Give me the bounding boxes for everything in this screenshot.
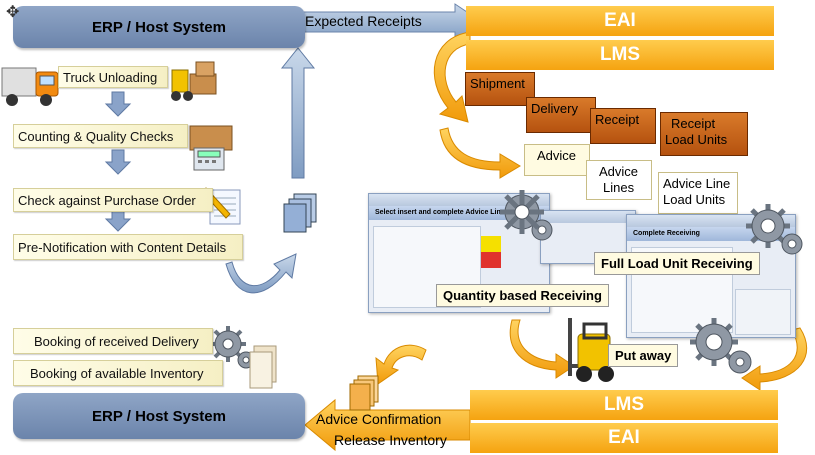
erp-title-bottom: ERP / Host System	[92, 407, 226, 425]
booking-available-inventory: Booking of available Inventory	[13, 360, 223, 386]
release-inventory-label: Release Inventory	[334, 432, 447, 448]
step-pre-notification: Pre-Notification with Content Details	[13, 234, 243, 260]
truck-icon	[0, 58, 62, 110]
doc-label-line2: Lines	[603, 180, 635, 195]
eai-label-top: EAI	[604, 10, 636, 31]
step-check-purchase-order: Check against Purchase Order	[13, 188, 213, 212]
booking-label: Booking of received Delivery	[34, 333, 199, 349]
doc-receipt-load-units: Receipt Load Units	[660, 112, 748, 156]
doc-label-line1: Advice Line	[663, 176, 731, 191]
doc-label: Receipt	[595, 112, 640, 127]
step-label: Counting & Quality Checks	[18, 128, 174, 144]
lms-bar-bottom: LMS	[470, 390, 778, 420]
doc-receipt: Receipt	[590, 108, 656, 144]
curved-arrow-orange-top	[433, 31, 471, 123]
advice-confirmation-label: Advice Confirmation	[316, 411, 442, 427]
document-stack-icon	[280, 190, 324, 234]
yellow-field	[481, 236, 501, 252]
upward-arrow	[280, 47, 316, 179]
booking-label: Booking of available Inventory	[30, 365, 204, 381]
doc-label-line1: Receipt	[671, 116, 716, 131]
expected-receipts-label: Expected Receipts	[305, 13, 422, 29]
scale-icon	[180, 120, 240, 172]
curved-arrow-orange-bottom	[375, 344, 427, 385]
red-field	[481, 252, 501, 268]
callout-quantity-receiving: Quantity based Receiving	[436, 284, 609, 307]
step-label: Check against Purchase Order	[18, 192, 196, 208]
gear-icon	[742, 200, 808, 260]
gear-icon	[684, 312, 758, 378]
gear-icon	[208, 324, 260, 372]
complete-receiving-window: Complete Receiving	[626, 214, 796, 338]
document-stack-icon	[246, 344, 280, 392]
forklift-boxes-icon	[168, 54, 220, 104]
doc-label-line2: Load Units	[663, 192, 726, 207]
erp-title-top: ERP / Host System	[92, 18, 226, 36]
step-label: Truck Unloading	[63, 69, 158, 85]
eai-bar-bottom: EAI	[470, 423, 778, 453]
gear-icon	[496, 186, 556, 244]
move-cursor-icon: ✥	[6, 4, 20, 21]
erp-host-system-bottom: ERP / Host System	[13, 393, 305, 439]
doc-label-line2: Load Units	[665, 132, 728, 147]
doc-label: Delivery	[531, 101, 578, 116]
doc-delivery: Delivery	[526, 97, 596, 133]
curved-arrow-orange-mid	[439, 127, 521, 179]
booking-received-delivery: Booking of received Delivery	[13, 328, 213, 354]
orange-document-stack-icon	[348, 374, 382, 412]
doc-advice: Advice	[524, 144, 590, 176]
lms-label-top: LMS	[599, 44, 641, 65]
doc-label: Shipment	[470, 76, 525, 91]
doc-label: Advice	[537, 148, 577, 163]
step-truck-unloading: Truck Unloading	[58, 66, 168, 88]
button-panel	[735, 289, 791, 335]
curved-arrow-blue	[225, 253, 297, 294]
step-label: Pre-Notification with Content Details	[18, 239, 227, 255]
doc-advice-line-load-units: Advice Line Load Units	[658, 172, 738, 214]
doc-advice-lines: Advice Lines	[586, 160, 652, 200]
eai-bar-top: EAI	[466, 6, 774, 36]
eai-label-bottom: EAI	[608, 427, 640, 448]
lms-label-bottom: LMS	[603, 394, 645, 415]
callout-full-load-unit: Full Load Unit Receiving	[594, 252, 760, 275]
curved-arrow-orange-left	[509, 319, 575, 379]
forklift-icon	[564, 312, 620, 384]
step-counting-quality-checks: Counting & Quality Checks	[13, 124, 188, 148]
doc-shipment: Shipment	[465, 72, 535, 106]
window-titlebar	[541, 211, 635, 223]
lms-bar-top: LMS	[466, 40, 774, 70]
window-titlebar	[369, 194, 549, 206]
doc-label-line1: Advice	[599, 164, 639, 179]
erp-host-system-top: ERP / Host System	[13, 6, 305, 48]
step-arrows	[104, 91, 132, 232]
callout-put-away: Put away	[608, 344, 679, 367]
advice-confirmation-arrow	[304, 398, 471, 452]
